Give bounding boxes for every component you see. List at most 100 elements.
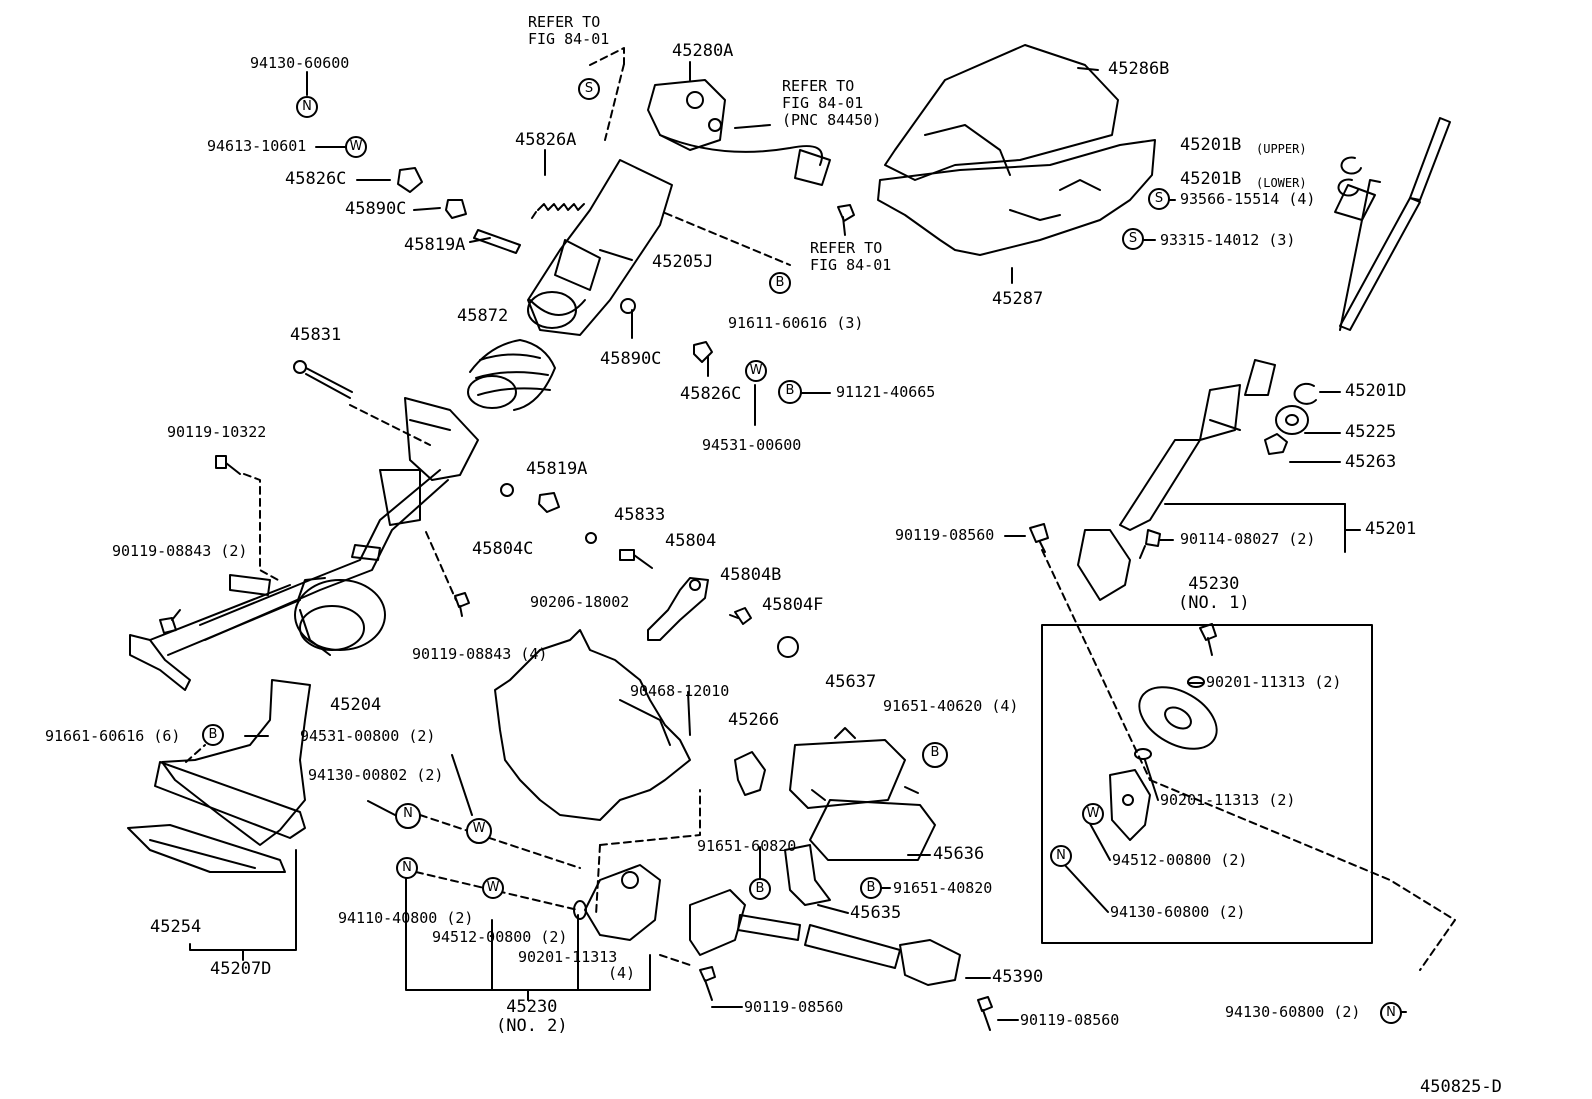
label-45205J: 45205J <box>652 252 714 272</box>
figure-id: 450825-D <box>1420 1077 1502 1097</box>
label-45826C-b: 45826C <box>680 384 742 404</box>
label-45872: 45872 <box>457 306 509 326</box>
column-housing-45205J <box>527 159 673 336</box>
label-45204: 45204 <box>330 695 382 715</box>
steering-shaft-45201 <box>1077 117 1451 601</box>
label-45819A-a: 45819A <box>404 235 466 255</box>
label-91651-60820: 91651-60820 <box>697 837 797 855</box>
label-45635: 45635 <box>850 903 902 923</box>
label-91651-40820: 91651-40820 <box>893 879 993 897</box>
symbol-w: W <box>466 818 492 844</box>
label-94512-00800-a: 94512-00800 (2) <box>1112 851 1248 869</box>
tilt-lever-45804 <box>647 577 709 641</box>
label-45804F: 45804F <box>762 595 824 615</box>
label-93315-14012: 93315-14012 (3) <box>1160 231 1296 249</box>
symbol-b: B <box>769 272 791 294</box>
symbol-b: B <box>860 877 882 899</box>
label-90119-08560-a: 90119-08560 <box>895 526 995 544</box>
symbol-n: N <box>1380 1002 1402 1024</box>
label-45286B: 45286B <box>1108 59 1170 79</box>
bolt-45831 <box>293 360 353 399</box>
group-brackets <box>189 624 1373 1001</box>
intermediate-shaft-45390 <box>584 864 961 986</box>
label-94130-60800-b: 94130-60800 (2) <box>1225 1003 1361 1021</box>
symbol-b: B <box>922 742 948 768</box>
label-90114-08027: 90114-08027 (2) <box>1180 530 1316 548</box>
label-90119-08560-c: 90119-08560 <box>1020 1011 1120 1029</box>
label-94512-00800-b: 94512-00800 (2) <box>432 928 568 946</box>
label-45890C-b: 45890C <box>600 349 662 369</box>
label-91651-40620: 91651-40620 (4) <box>883 697 1019 715</box>
symbol-n: N <box>1050 845 1072 867</box>
symbol-w: W <box>345 136 367 158</box>
label-45201D: 45201D <box>1345 381 1407 401</box>
label-90201-11313-b: 90201-11313 (2) <box>1160 791 1296 809</box>
label-lower: (LOWER) <box>1256 176 1307 190</box>
label-45266: 45266 <box>728 710 780 730</box>
label-91611-60616: 91611-60616 (3) <box>728 314 864 332</box>
symbol-w: W <box>1082 803 1104 825</box>
dashed-lines <box>185 47 1456 971</box>
label-90206-18002: 90206-18002 <box>530 593 630 611</box>
column-tube-45204 <box>129 397 479 691</box>
label-91121-40665: 91121-40665 <box>836 383 936 401</box>
label-45280A: 45280A <box>672 41 734 61</box>
label-four: (4) <box>608 964 636 982</box>
ignition-lock-45280A <box>647 79 831 186</box>
symbol-w: W <box>482 877 504 899</box>
label-45254: 45254 <box>150 917 202 937</box>
spring-45826A <box>531 203 585 219</box>
label-94110-40800: 94110-40800 (2) <box>338 909 474 927</box>
refer-note-3: REFER TO FIG 84-01 <box>810 239 892 274</box>
label-45201: 45201 <box>1365 519 1417 539</box>
symbol-b: B <box>749 878 771 900</box>
label-45207D: 45207D <box>210 959 272 979</box>
label-45230-no2: 45230 (NO. 2) <box>496 997 568 1036</box>
label-45263: 45263 <box>1345 452 1397 472</box>
label-45819A-b: 45819A <box>526 459 588 479</box>
label-45390: 45390 <box>992 967 1044 987</box>
symbol-s: S <box>1148 188 1170 210</box>
symbol-n: N <box>396 857 418 879</box>
label-94613-10601: 94613-10601 <box>207 137 307 155</box>
label-45230-no1: 45230 (NO. 1) <box>1178 574 1250 613</box>
label-94130-60600: 94130-60600 <box>250 54 350 72</box>
refer-note-2: REFER TO FIG 84-01 (PNC 84450) <box>782 77 882 129</box>
label-45201B-upper: 45201B <box>1180 135 1242 155</box>
hole-cover-45207D <box>127 679 311 873</box>
label-94130-00802: 94130-00802 (2) <box>308 766 444 784</box>
label-45804B: 45804B <box>720 565 782 585</box>
label-90119-08843-2: 90119-08843 (2) <box>112 542 248 560</box>
label-90119-08843-4: 90119-08843 (4) <box>412 645 548 663</box>
small-parts <box>159 156 1362 1031</box>
label-45287: 45287 <box>992 289 1044 309</box>
label-45225: 45225 <box>1345 422 1397 442</box>
symbol-w: W <box>745 360 767 382</box>
label-90119-08560-b: 90119-08560 <box>744 998 844 1016</box>
label-45201B-lower: 45201B <box>1180 169 1242 189</box>
label-45831: 45831 <box>290 325 342 345</box>
symbol-b: B <box>202 724 224 746</box>
symbol-n: N <box>296 96 318 118</box>
symbol-n: N <box>395 803 421 829</box>
label-94531-00600: 94531-00600 <box>702 436 802 454</box>
column-covers-45286B-45287 <box>877 44 1156 256</box>
refer-note-1: REFER TO FIG 84-01 <box>528 13 610 48</box>
label-91661-60616: 91661-60616 (6) <box>45 727 181 745</box>
flexible-coupling-45230-no1 <box>1109 686 1218 841</box>
label-45826C-a: 45826C <box>285 169 347 189</box>
label-90468-12010: 90468-12010 <box>630 682 730 700</box>
label-45636: 45636 <box>933 844 985 864</box>
label-90119-10322: 90119-10322 <box>167 423 267 441</box>
label-45637: 45637 <box>825 672 877 692</box>
label-45826A: 45826A <box>515 130 577 150</box>
steering-gear-outline <box>494 629 691 821</box>
boot-45872 <box>467 339 556 411</box>
label-93566-15514: 93566-15514 (4) <box>1180 190 1316 208</box>
label-upper: (UPPER) <box>1256 142 1307 156</box>
label-45890C-a: 45890C <box>345 199 407 219</box>
column-cover-assembly <box>734 727 936 906</box>
label-94130-60800-a: 94130-60800 (2) <box>1110 903 1246 921</box>
